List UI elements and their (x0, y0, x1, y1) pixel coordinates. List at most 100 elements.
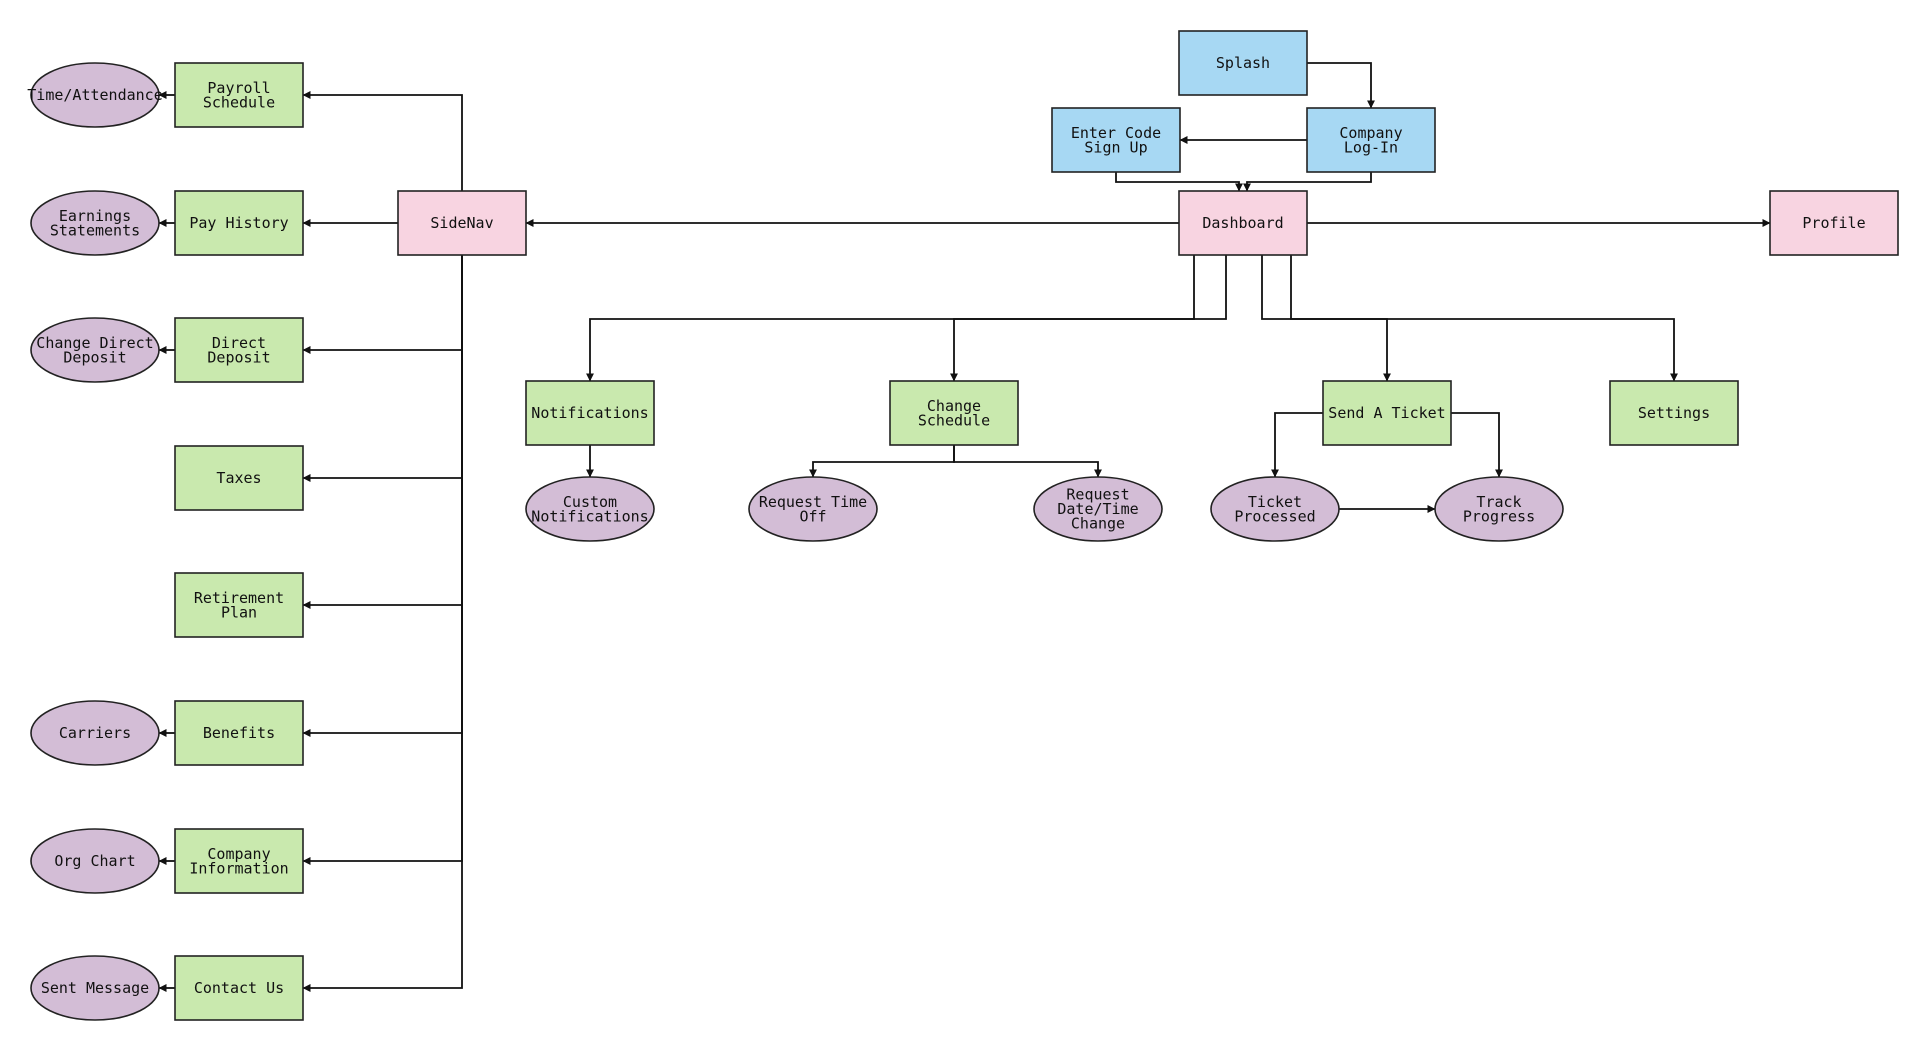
splash-label: Splash (1216, 54, 1270, 72)
edge-splash-to-company-login (1307, 62, 1375, 109)
org-chart-label: Org Chart (54, 852, 135, 870)
edge-change-schedule-to-request-time-off (809, 445, 955, 478)
company-login-box (1306, 107, 1436, 173)
change-schedule-label: Change (927, 397, 981, 415)
connector-layer (158, 62, 1771, 992)
change-direct-deposit-label: Change Direct (36, 334, 153, 352)
retirement-plan-box (174, 572, 304, 638)
payroll-schedule-label: Payroll (207, 79, 270, 97)
carriers-ellipse (30, 700, 160, 766)
splash-box (1178, 30, 1308, 96)
company-information-label: Information (189, 859, 288, 877)
company-login-label: Company (1339, 124, 1402, 142)
direct-deposit-label: Deposit (207, 348, 270, 366)
benefits-box (174, 700, 304, 766)
request-date-time-change-ellipse (1033, 476, 1163, 542)
custom-notifications-ellipse (525, 476, 655, 542)
track-progress-ellipse (1434, 476, 1564, 542)
carriers-label: Carriers (59, 724, 131, 742)
request-time-off-ellipse (748, 476, 878, 542)
custom-notifications-label: Custom (563, 493, 617, 511)
change-schedule-box (889, 380, 1019, 446)
payroll-schedule-box (174, 62, 304, 128)
edge-dashboard-to-change-schedule (950, 255, 1227, 382)
sidenav-box (397, 190, 527, 256)
node-taxes: Taxes (174, 445, 304, 511)
node-time-attendance: Time/Attendance (27, 62, 163, 128)
edge-sidenav-to-contact-us (302, 255, 463, 992)
send-a-ticket-box (1322, 380, 1452, 446)
benefits-label: Benefits (203, 724, 275, 742)
node-settings: Settings (1609, 380, 1739, 446)
direct-deposit-label: Direct (212, 334, 266, 352)
node-notifications: Notifications (525, 380, 655, 446)
node-dashboard: Dashboard (1178, 190, 1308, 256)
edge-send-a-ticket-to-track-progress (1451, 412, 1503, 478)
edge-sidenav-to-payroll-schedule (302, 91, 463, 191)
earnings-statements-label: Statements (50, 221, 140, 239)
edge-send-a-ticket-to-ticket-processed (1271, 412, 1323, 478)
contact-us-box (174, 955, 304, 1021)
enter-code-label: Sign Up (1084, 138, 1147, 156)
send-a-ticket-label: Send A Ticket (1328, 404, 1445, 422)
company-information-label: Company (207, 845, 270, 863)
change-direct-deposit-ellipse (30, 317, 160, 383)
sent-message-ellipse (30, 955, 160, 1021)
request-time-off-label: Off (799, 507, 826, 525)
edge-sidenav-to-benefits (302, 255, 463, 737)
retirement-plan-label: Plan (221, 603, 257, 621)
edge-sidenav-to-retirement-plan (302, 255, 463, 609)
node-splash: Splash (1178, 30, 1308, 96)
settings-box (1609, 380, 1739, 446)
earnings-statements-label: Earnings (59, 207, 131, 225)
node-pay-history: Pay History (174, 190, 304, 256)
company-login-label: Log-In (1344, 138, 1398, 156)
edge-dashboard-to-settings (1290, 255, 1678, 382)
node-org-chart: Org Chart (30, 828, 160, 894)
edge-dashboard-to-notifications (586, 255, 1195, 382)
edge-change-schedule-to-request-date-time-change (953, 445, 1102, 478)
edge-sidenav-to-company-information (302, 255, 463, 865)
pay-history-label: Pay History (189, 214, 288, 232)
node-contact-us: Contact Us (174, 955, 304, 1021)
node-sent-message: Sent Message (30, 955, 160, 1021)
earnings-statements-ellipse (30, 190, 160, 256)
contact-us-label: Contact Us (194, 979, 284, 997)
node-benefits: Benefits (174, 700, 304, 766)
node-sidenav: SideNav (397, 190, 527, 256)
settings-label: Settings (1638, 404, 1710, 422)
time-attendance-label: Time/Attendance (27, 86, 162, 104)
org-chart-ellipse (30, 828, 160, 894)
taxes-box (174, 445, 304, 511)
request-date-time-change-label: Date/Time (1057, 500, 1138, 518)
time-attendance-ellipse (30, 62, 160, 128)
enter-code-box (1051, 107, 1181, 173)
notifications-box (525, 380, 655, 446)
company-information-box (174, 828, 304, 894)
dashboard-box (1178, 190, 1308, 256)
pay-history-box (174, 190, 304, 256)
ticket-processed-label: Ticket (1248, 493, 1302, 511)
ticket-processed-label: Processed (1234, 507, 1315, 525)
edge-sidenav-to-direct-deposit (302, 255, 463, 354)
retirement-plan-label: Retirement (194, 589, 284, 607)
track-progress-label: Track (1476, 493, 1521, 511)
node-carriers: Carriers (30, 700, 160, 766)
enter-code-label: Enter Code (1071, 124, 1161, 142)
profile-label: Profile (1802, 214, 1865, 232)
track-progress-label: Progress (1463, 507, 1535, 525)
